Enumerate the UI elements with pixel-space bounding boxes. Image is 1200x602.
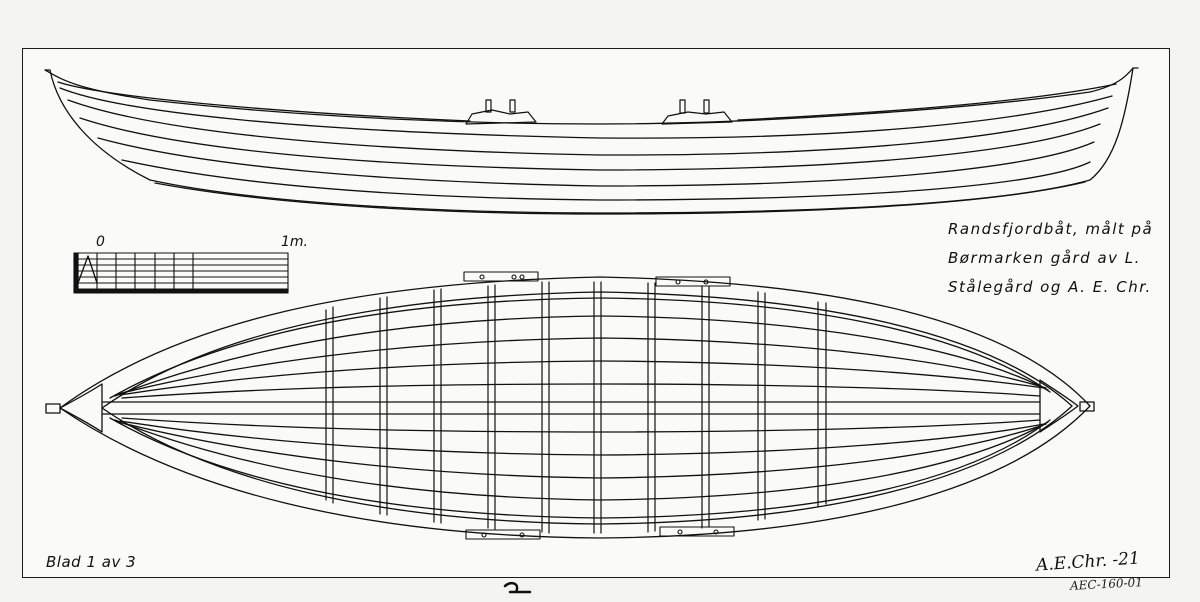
frames [325,281,827,534]
strake-line [59,87,1113,139]
plank-line [117,337,1047,395]
plank-line [114,419,1049,501]
title-line-3: Stålegård og A. E. Chr. [948,278,1152,296]
stern-tip [1079,401,1095,412]
plank-line [117,421,1047,479]
frame [701,285,710,529]
thole-pins [485,99,710,114]
strake-line [121,159,1091,201]
keel-line [154,181,1086,215]
gunwale-line [57,81,1117,122]
keel-plan [101,401,1041,415]
stray-mark [503,581,532,594]
oarlock-block [465,109,537,125]
title-line-1: Randsfjordbåt, målt på [948,220,1154,238]
frame [379,296,388,516]
plank-line [121,417,1041,433]
hull-outline-outer [59,276,1091,539]
frame [757,291,766,521]
frame [325,306,334,504]
strake-line [79,117,1101,171]
plank-line [119,360,1045,396]
stem-tip [45,403,61,414]
plank-line [109,297,1051,399]
plank-line [114,315,1049,397]
title-line-2: Børmarken gård av L. [948,249,1141,267]
plan-view [45,271,1095,540]
plank-line [121,383,1041,399]
sheer-line [44,67,1134,125]
oarlock-fittings [463,271,735,540]
bow-stem [44,67,1139,214]
sheet-label: Blad 1 av 3 [46,553,137,571]
scale-start-label: 0 [96,234,105,250]
plank-line [109,417,1051,519]
strake-line [67,99,1109,156]
breasthook-bow [59,383,103,433]
frame [487,284,496,530]
strake-line [97,137,1095,187]
hull-outline-inner [101,291,1073,525]
frame [541,281,550,534]
frame [647,282,656,533]
side-profile-view [44,67,1139,215]
scale-end-label: 1m. [281,234,308,250]
breasthook-stern [1039,379,1079,433]
frame [593,281,602,534]
oarlock-block [661,111,733,125]
frame [433,288,442,524]
plank-line [119,420,1045,456]
scale-bar [73,252,289,294]
frame [817,301,827,507]
